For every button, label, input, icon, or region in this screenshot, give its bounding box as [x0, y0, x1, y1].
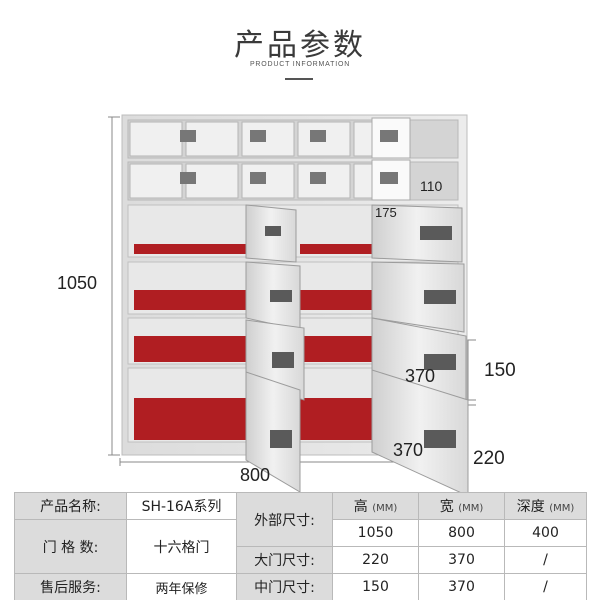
title-divider: [285, 78, 313, 80]
grid-count-label: 门 格 数:: [14, 519, 127, 574]
dim-small-door-height: 110: [420, 178, 443, 194]
product-name-value: SH-16A系列: [126, 492, 237, 520]
outer-size-label: 外部尺寸:: [236, 492, 333, 547]
dim-large-door-width: 370: [393, 440, 424, 460]
dim-height-total: 1050: [57, 273, 98, 293]
table-row: 售后服务: 两年保修 中门尺寸: 150 370 /: [14, 573, 587, 600]
outer-height: 1050: [332, 519, 419, 547]
product-name-label: 产品名称:: [14, 492, 127, 520]
dim-width-total: 800: [240, 465, 271, 485]
mid-door-width: 370: [418, 573, 505, 600]
dim-large-door-height: 220: [473, 448, 505, 469]
page-title: 产品参数: [234, 28, 366, 63]
outer-depth: 400: [504, 519, 587, 547]
mid-door-label: 中门尺寸:: [236, 573, 333, 600]
dim-mid-door-width: 370: [405, 366, 436, 386]
service-value: 两年保修: [126, 573, 237, 600]
col-height-header: 高 (MM): [332, 492, 419, 520]
col-depth-header: 深度 (MM): [504, 492, 587, 520]
spec-table: 产品名称: SH-16A系列 外部尺寸: 高 (MM) 宽 (MM) 深度 (M…: [14, 492, 587, 600]
big-door-height: 220: [332, 546, 419, 574]
service-label: 售后服务:: [14, 573, 127, 600]
table-row: 产品名称: SH-16A系列 外部尺寸: 高 (MM) 宽 (MM) 深度 (M…: [14, 492, 587, 547]
mid-door-height: 150: [332, 573, 419, 600]
table-row: 大门尺寸: 220 370 /: [15, 546, 587, 574]
col-width-header: 宽 (MM): [418, 492, 505, 520]
open-doors: [245, 204, 469, 497]
mid-door-depth: /: [504, 573, 587, 600]
page-subtitle: PRODUCT INFORMATION: [249, 61, 351, 68]
dim-mid-door-height: 150: [484, 360, 516, 381]
dim-small-door-width: 175: [375, 205, 397, 220]
lock-icons: [265, 226, 456, 448]
small-compartments: [127, 117, 459, 201]
outer-width: 800: [418, 519, 505, 547]
grid-count-value: 十六格门: [126, 519, 237, 574]
big-door-label: 大门尺寸:: [236, 546, 333, 574]
big-door-width: 370: [418, 546, 505, 574]
big-door-depth: /: [504, 546, 587, 574]
cabinet-illustration: [108, 114, 476, 500]
